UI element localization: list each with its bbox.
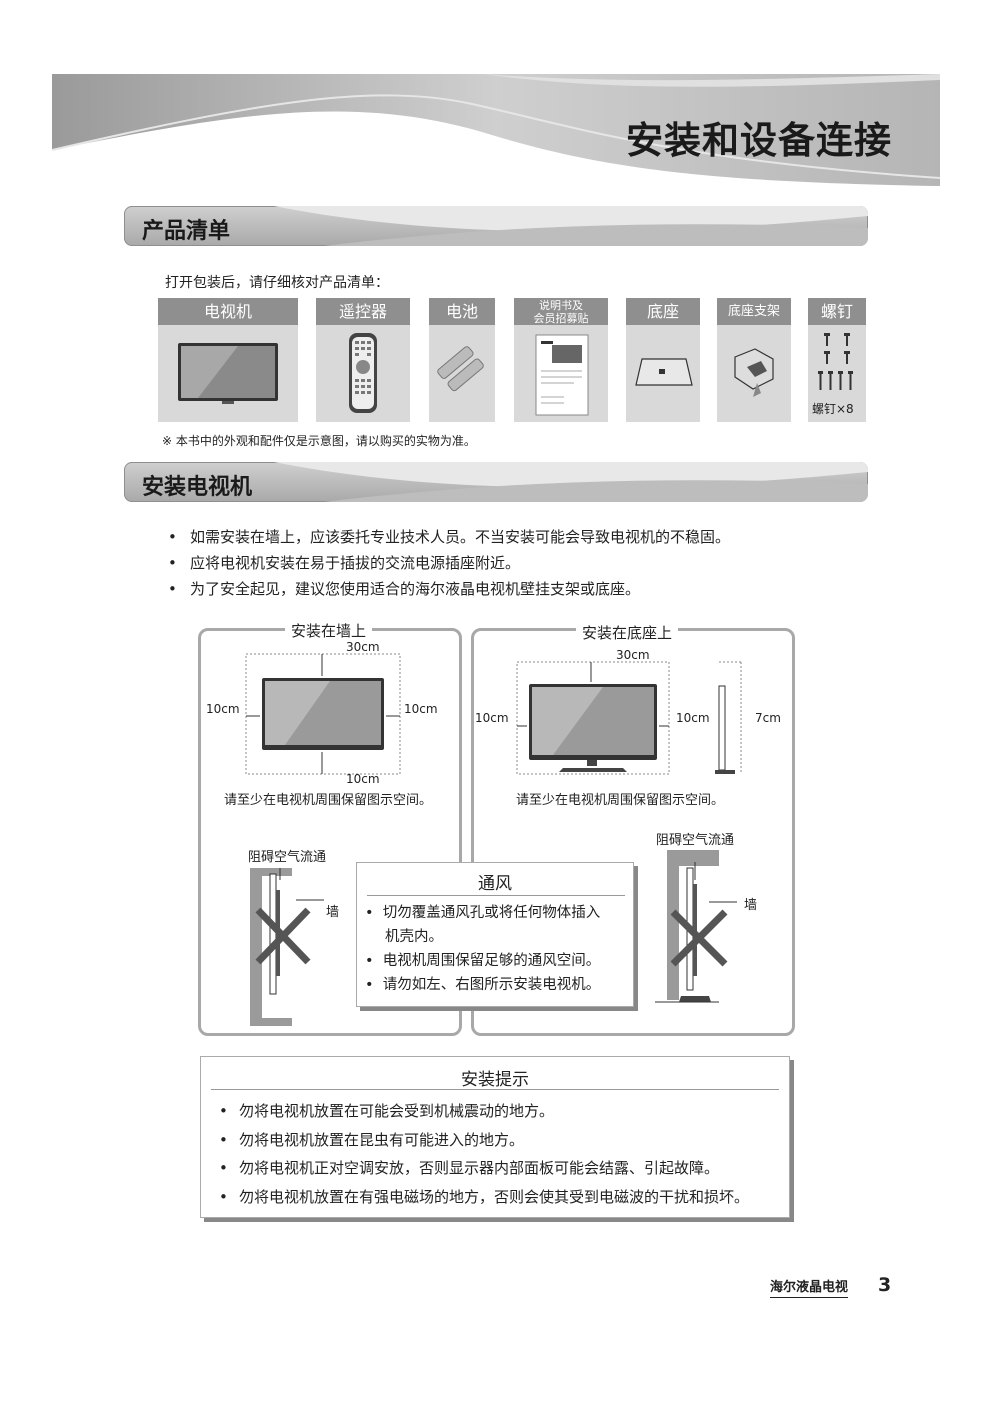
ventilation-item: • 请勿如左、右图所示安装电视机。 — [365, 977, 601, 993]
stand-wall-label: 墙 — [744, 898, 758, 913]
item-label: 说明书及 会员招募贴 — [514, 298, 608, 325]
footer-brand: 海尔液晶电视 — [770, 1276, 849, 1298]
stand-mount-diagram — [516, 661, 742, 1003]
wall-blocked-label: 阻碍空气流通 — [248, 850, 327, 865]
item-battery: 电池 — [429, 298, 495, 422]
tv-icon — [178, 343, 278, 404]
item-label-line2: 会员招募贴 — [533, 312, 589, 325]
ventilation-list: • 切勿覆盖通风孔或将任何物体插入 机壳内。 • 电视机周围保留足够的通风空间。… — [365, 901, 600, 997]
tips-title: 安装提示 — [461, 1070, 529, 1090]
tip-item: 勿将电视机放置在有强电磁场的地方，否则会使其受到电磁波的干扰和损坏。 — [219, 1183, 749, 1212]
item-label-line1: 说明书及 — [539, 299, 583, 312]
item-base: 底座 — [626, 298, 700, 422]
tip-item: 勿将电视机放置在可能会受到机械震动的地方。 — [219, 1097, 749, 1126]
item-base-bracket: 底座支架 — [717, 298, 791, 422]
installation-tips-box: 安装提示 勿将电视机放置在可能会受到机械震动的地方。 勿将电视机放置在昆虫有可能… — [200, 1056, 790, 1218]
stand-left-gap: 10cm — [475, 711, 509, 725]
intro-text: 打开包装后，请仔细核对产品清单： — [165, 275, 389, 291]
bullet-item: 如需安装在墙上，应该委托专业技术人员。不当安装可能会导致电视机的不稳固。 — [168, 524, 730, 550]
ventilation-item-text: 切勿覆盖通风孔或将任何物体插入 — [382, 905, 601, 921]
item-manual: 说明书及 会员招募贴 — [514, 298, 608, 422]
bullet-item: 应将电视机安装在易于插拔的交流电源插座附近。 — [168, 550, 730, 576]
battery-icon — [437, 346, 484, 392]
wall-panel-title: 安装在墙上 — [285, 620, 373, 641]
bullet-item: 为了安全起见，建议您使用适合的海尔液晶电视机壁挂支架或底座。 — [168, 576, 730, 602]
section-title: 产品清单 — [142, 219, 231, 244]
wall-right-gap: 10cm — [404, 702, 438, 716]
stand-caption: 请至少在电视机周围保留图示空间。 — [516, 793, 725, 808]
wall-caption: 请至少在电视机周围保留图示空间。 — [224, 793, 433, 808]
header-band — [52, 74, 940, 186]
section-header-install: 安装电视机 — [124, 462, 868, 502]
page-title: 安装和设备连接 — [626, 119, 892, 162]
stand-right-gap: 10cm — [676, 711, 710, 725]
ventilation-item-text: 请勿如左、右图所示安装电视机。 — [382, 977, 601, 993]
wall-top-gap: 30cm — [346, 640, 380, 654]
ventilation-item-text: 电视机周围保留足够的通风空间。 — [382, 953, 601, 969]
base-icon — [635, 358, 693, 386]
section-title: 安装电视机 — [142, 475, 253, 500]
bracket-icon — [734, 348, 774, 397]
wall-left-gap: 10cm — [206, 702, 240, 716]
wall-mount-diagram — [245, 653, 401, 1026]
remote-icon — [349, 333, 377, 413]
ventilation-title: 通风 — [478, 874, 512, 894]
item-label: 底座 — [626, 298, 700, 325]
item-label: 螺钉 — [808, 298, 866, 325]
stand-blocked-label: 阻碍空气流通 — [656, 833, 735, 848]
footnote: ※ 本书中的外观和配件仅是示意图，请以购买的实物为准。 — [162, 434, 476, 448]
stand-side-gap: 7cm — [755, 711, 781, 725]
stand-top-gap: 30cm — [616, 648, 650, 662]
ventilation-box: 通风 • 切勿覆盖通风孔或将任何物体插入 机壳内。 • 电视机周围保留足够的通风… — [356, 862, 634, 1007]
divider — [367, 895, 625, 896]
item-remote: 遥控器 — [316, 298, 410, 422]
tip-item: 勿将电视机放置在昆虫有可能进入的地方。 — [219, 1126, 749, 1155]
item-label: 底座支架 — [717, 298, 791, 325]
section-header-contents: 产品清单 — [124, 206, 868, 246]
install-bullets: 如需安装在墙上，应该委托专业技术人员。不当安装可能会导致电视机的不稳固。 应将电… — [168, 524, 730, 602]
ventilation-item: • 电视机周围保留足够的通风空间。 — [365, 953, 601, 969]
item-screws: 螺钉 螺钉×8 — [808, 298, 866, 422]
page-number: 3 — [878, 1274, 892, 1296]
wall-bottom-gap: 10cm — [346, 772, 380, 786]
wall-label: 墙 — [326, 905, 340, 920]
ventilation-item: • 切勿覆盖通风孔或将任何物体插入 — [365, 905, 601, 921]
item-label: 电视机 — [158, 298, 298, 325]
screw-caption: 螺钉×8 — [812, 402, 854, 416]
item-label: 电池 — [429, 298, 495, 325]
stand-panel-title: 安装在底座上 — [576, 622, 679, 643]
screw-icon — [818, 333, 853, 390]
tips-list: 勿将电视机放置在可能会受到机械震动的地方。 勿将电视机放置在昆虫有可能进入的地方… — [219, 1097, 749, 1211]
manual-icon — [535, 334, 589, 416]
tip-item: 勿将电视机正对空调安放，否则显示器内部面板可能会结露、引起故障。 — [219, 1154, 749, 1183]
item-label: 遥控器 — [316, 298, 410, 325]
ventilation-item-cont: 机壳内。 — [385, 929, 443, 945]
divider — [211, 1089, 779, 1090]
item-tv: 电视机 — [158, 298, 298, 422]
